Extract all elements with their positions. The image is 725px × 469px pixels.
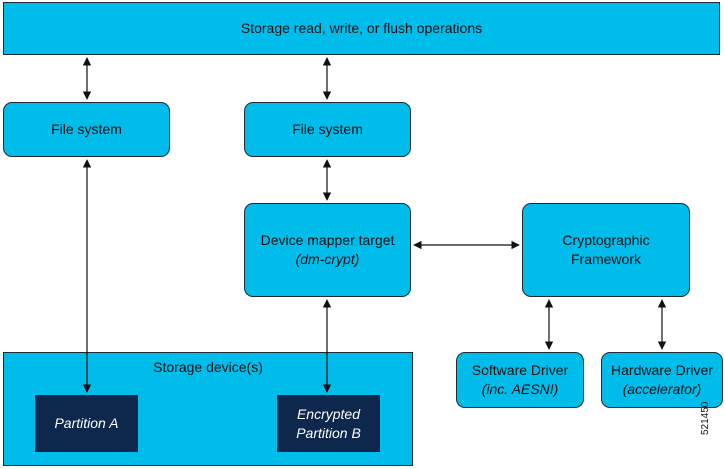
cryptographic-label: Cryptographic: [562, 232, 650, 248]
hardware-driver-label: Hardware Driver: [611, 362, 713, 378]
partition-a-box: Partition A: [35, 395, 138, 452]
accelerator-label: (accelerator): [622, 381, 702, 397]
device-mapper-box: Device mapper target (dm-crypt): [244, 203, 411, 297]
encrypted-label: Encrypted: [296, 405, 361, 422]
device-mapper-label: Device mapper target: [260, 232, 395, 248]
hardware-driver-box: Hardware Driver (accelerator): [601, 352, 723, 408]
file-system-right-label: File system: [292, 121, 363, 137]
storage-operations-box: Storage read, write, or flush operations: [3, 2, 720, 55]
file-system-left-label: File system: [51, 121, 122, 137]
cryptographic-framework-box: Cryptographic Framework: [522, 203, 690, 297]
storage-operations-label: Storage read, write, or flush operations: [240, 20, 483, 36]
file-system-right-box: File system: [244, 102, 411, 157]
encrypted-partition-b-box: Encrypted Partition B: [277, 395, 380, 452]
software-driver-box: Software Driver (inc. AESNI): [456, 352, 584, 408]
aesni-label: (inc. AESNI): [481, 381, 559, 397]
framework-label: Framework: [570, 251, 641, 267]
software-driver-label: Software Driver: [471, 362, 569, 378]
partition-b-label: Partition B: [296, 424, 361, 441]
file-system-left-box: File system: [3, 102, 170, 157]
figure-id: 521450: [700, 401, 711, 435]
storage-devices-label: Storage device(s): [153, 359, 263, 375]
dm-crypt-label: (dm-crypt): [295, 251, 360, 267]
partition-a-label: Partition A: [54, 415, 119, 431]
